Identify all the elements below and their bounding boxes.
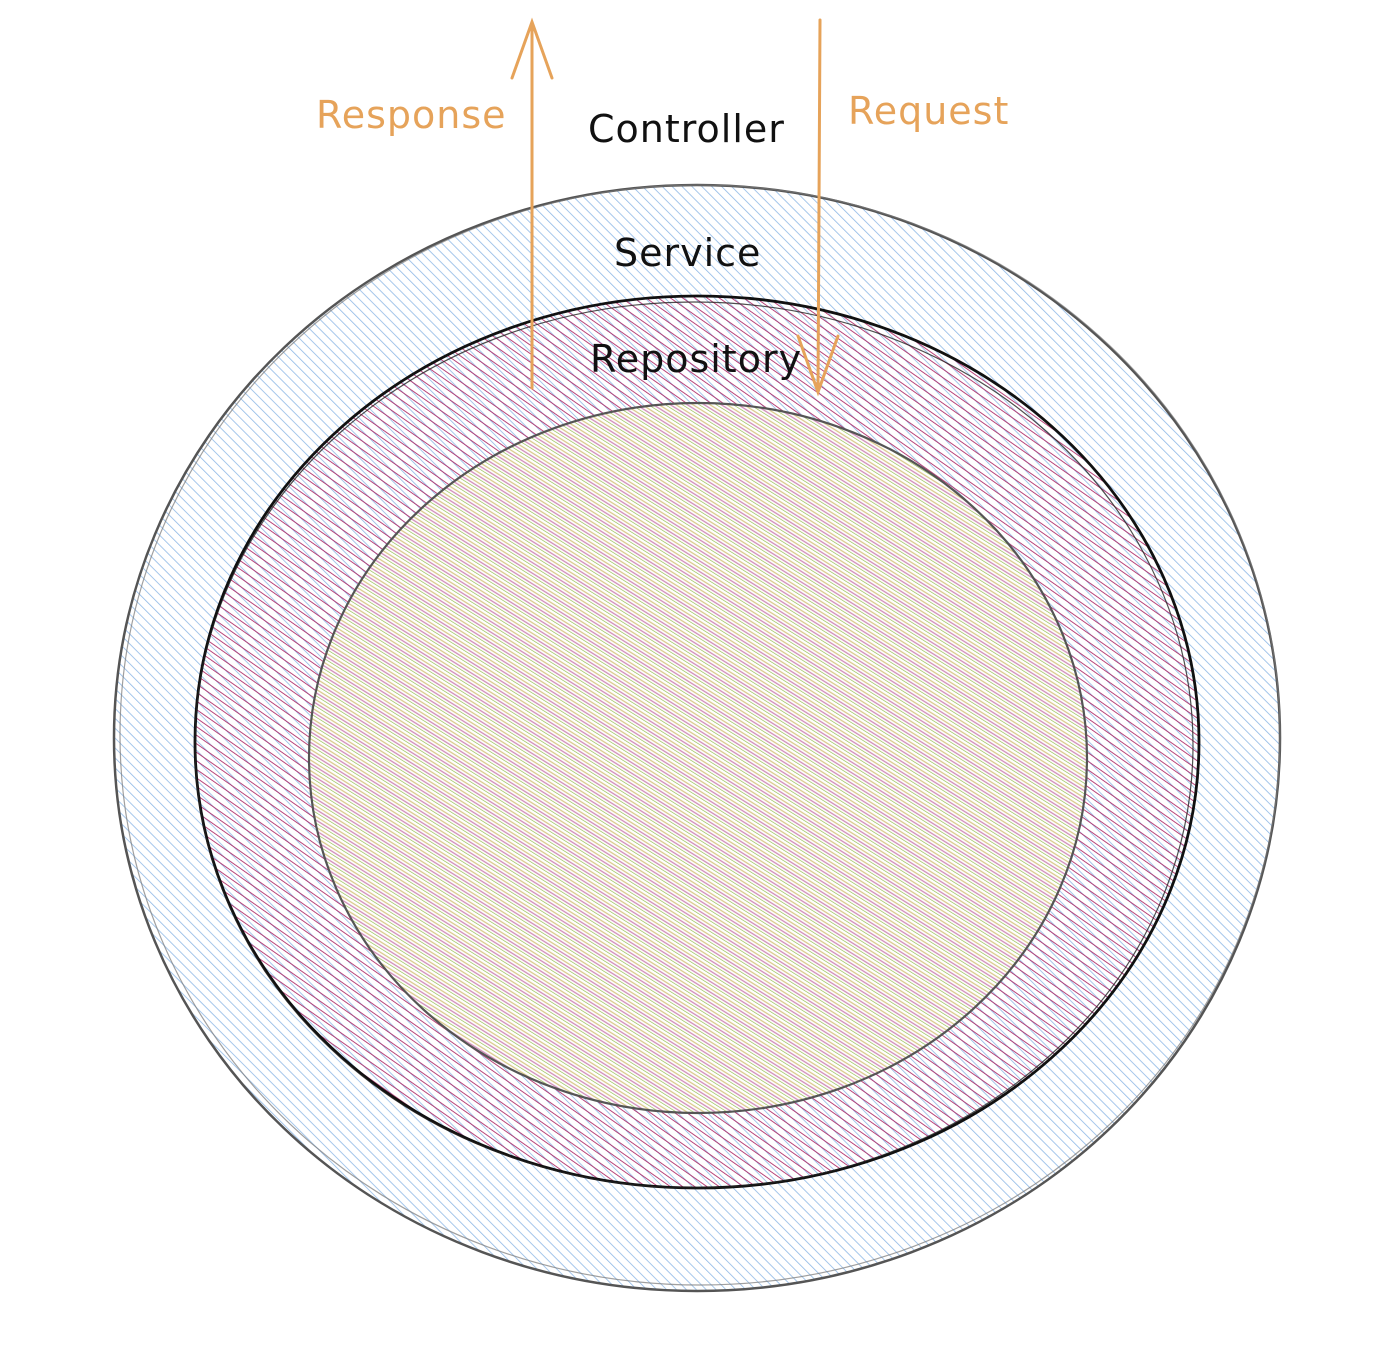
repository-label: Repository — [590, 337, 802, 381]
response-label: Response — [316, 93, 507, 137]
request-arrow — [796, 18, 840, 397]
core-layer-fill — [309, 403, 1087, 1113]
request-label: Request — [848, 89, 1009, 133]
service-label: Service — [614, 231, 761, 275]
core-layer-outline — [307, 401, 1089, 1115]
controller-label: Controller — [588, 107, 785, 151]
service-layer-outline-sketch — [119, 184, 1281, 1286]
response-arrow — [510, 17, 554, 390]
repository-layer-outline-sketch — [194, 301, 1194, 1189]
